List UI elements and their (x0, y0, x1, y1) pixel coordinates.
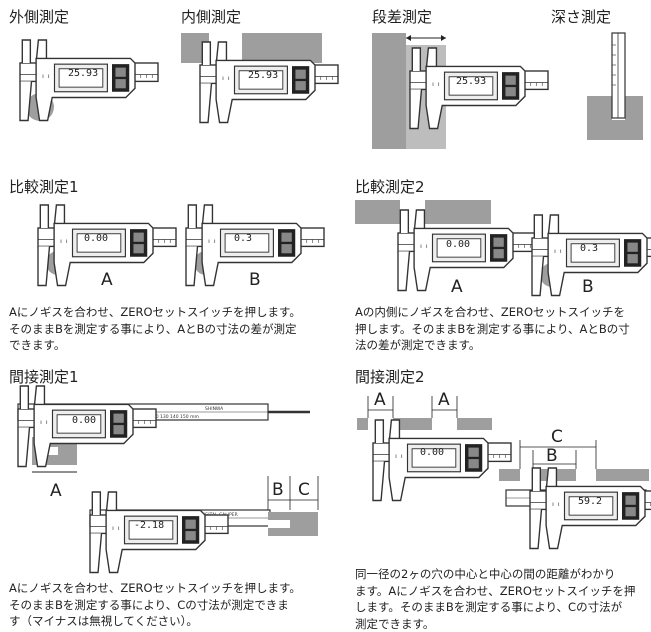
label-a: A (451, 277, 463, 297)
display-inner: 25.93 (248, 70, 278, 81)
inner-illustration: 25.93 (181, 33, 338, 123)
indirect2-illustration: A A 0.00 C B 59.2 (357, 390, 651, 549)
scale-text: 120 130 140 150 mm (150, 414, 199, 420)
display-compare1-a: 0.00 (84, 233, 108, 244)
label-c: C (551, 427, 563, 447)
workpiece-right (242, 33, 322, 63)
label-c: C (298, 480, 310, 500)
display-outer: 25.93 (68, 68, 98, 79)
display-step: 25.93 (456, 76, 486, 87)
step-illustration: 25.93 (372, 33, 548, 149)
outer-illustration: 25.93 (20, 40, 158, 121)
label-a: A (50, 481, 62, 501)
compare1-illustration: 0.00 A 0.3 B (38, 205, 324, 290)
label-b: B (272, 480, 284, 500)
label-b: B (582, 277, 594, 297)
label-a: A (101, 270, 113, 290)
depth-rod (612, 33, 625, 118)
label-b: B (546, 446, 558, 466)
display-indirect1-a: 0.00 (72, 415, 96, 426)
display-indirect2-a: 0.00 (420, 447, 444, 458)
step-block-tall (372, 33, 406, 149)
display-indirect1-b: -2.18 (134, 520, 164, 531)
compare2-illustration: 0.00 A 0.3 B (355, 200, 651, 297)
indirect1-illustration: 120 130 140 150 mm SHINWA 0.00 A DIGITAL… (18, 386, 318, 573)
display-compare1-b: 0.3 (234, 233, 252, 244)
display-compare2-b: 0.3 (580, 243, 598, 254)
label-b: B (249, 270, 261, 290)
display-indirect2-b: 59.2 (578, 496, 602, 507)
workpiece-right (425, 200, 491, 224)
label-a2: A (438, 390, 450, 410)
brand-text: SHINWA (205, 406, 224, 412)
display-compare2-a: 0.00 (446, 239, 470, 250)
depth-illustration (587, 33, 643, 140)
workpiece-left (355, 200, 400, 224)
label-a1: A (374, 390, 386, 410)
